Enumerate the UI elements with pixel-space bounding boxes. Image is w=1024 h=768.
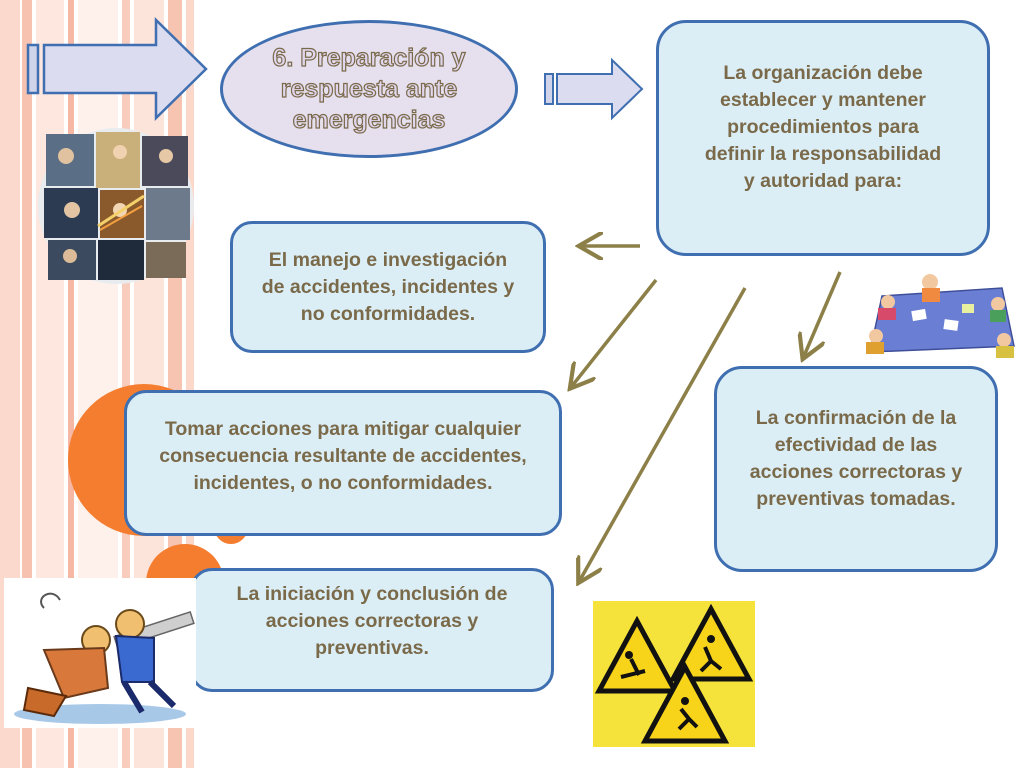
box-initiation: La iniciación y conclusión de acciones c…: [190, 568, 554, 692]
box-handling: El manejo e investigación de accidentes,…: [230, 221, 546, 353]
box-confirmation: La confirmación de la efectividad de las…: [714, 366, 998, 572]
diagram-title: 6. Preparación y respuesta ante emergenc…: [272, 43, 466, 134]
arrow-to-mitigate: [572, 278, 658, 386]
box-confirmation-text: La confirmación de la efectividad de las…: [749, 407, 963, 510]
box-organization-text: La organización debe establecer y manten…: [704, 61, 942, 192]
block-arrow-right-large-icon: [26, 17, 208, 121]
title-ellipse: 6. Preparación y respuesta ante emergenc…: [220, 20, 518, 158]
meeting-cartoon-icon: [852, 266, 1024, 362]
box-initiation-text: La iniciación y conclusión de acciones c…: [236, 582, 508, 659]
box-organization: La organización debe establecer y manten…: [656, 20, 990, 256]
box-handling-text: El manejo e investigación de accidentes,…: [261, 248, 515, 325]
warning-signs-icon: [593, 601, 755, 747]
stripe-6: [122, 0, 130, 768]
stripe-2: [22, 0, 32, 768]
box-mitigate: Tomar acciones para mitigar cualquier co…: [124, 390, 562, 536]
workers-accident-cartoon-icon: [4, 578, 196, 728]
stripe-1: [0, 0, 20, 768]
box-mitigate-text: Tomar acciones para mitigar cualquier co…: [159, 417, 527, 494]
collage-photo-icon: [38, 128, 194, 284]
arrow-to-confirmation: [804, 271, 842, 356]
arrow-to-initiation: [580, 287, 747, 580]
stripe-4: [68, 0, 74, 768]
block-arrow-right-small-icon: [544, 57, 644, 121]
stripe-9: [186, 0, 194, 768]
